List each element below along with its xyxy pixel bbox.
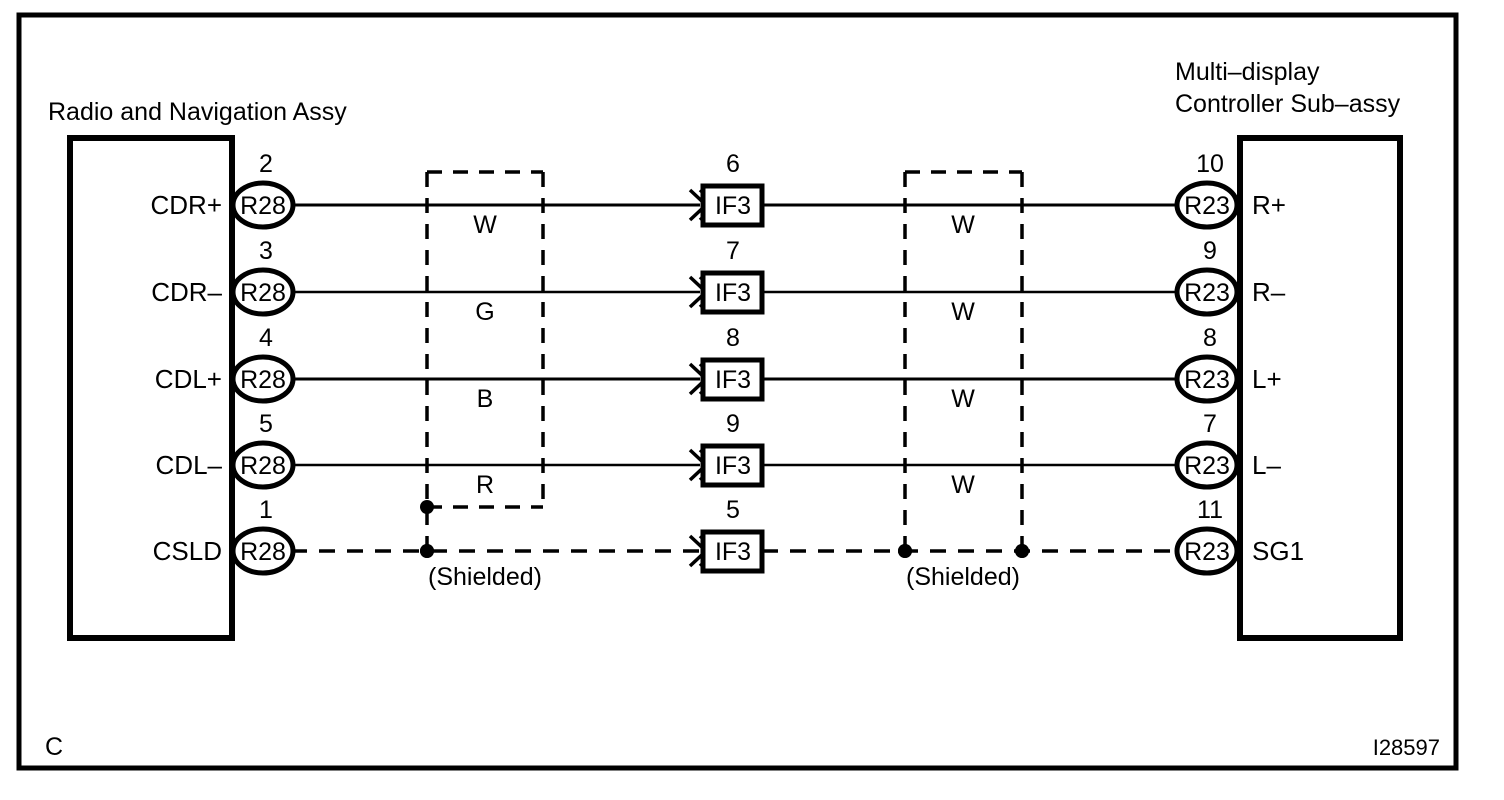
junction-pin-number: 9 (726, 410, 740, 438)
left-terminal-code: R28 (240, 452, 286, 480)
circuit-row: R28 4 CDL+ IF3 8 B W R23 8 L+ (155, 324, 1282, 413)
right-terminal-code: R23 (1184, 538, 1230, 566)
circuit-row: R28 3 CDR– IF3 7 G W R23 9 R– (151, 237, 1286, 326)
junction-pin-number: 5 (726, 496, 740, 524)
left-signal-label: CDR– (151, 277, 222, 307)
circuit-row: R28 5 CDL– IF3 9 R W R23 7 L– (156, 410, 1282, 499)
right-signal-label: L– (1252, 450, 1281, 480)
right-signal-label: SG1 (1252, 536, 1304, 566)
shield-left-dot-lower-overlay (420, 544, 434, 558)
right-block-title-line2: Controller Sub–assy (1175, 90, 1401, 118)
junction-pin-number: 7 (726, 237, 740, 265)
shield-box-left: (Shielded) (420, 170, 545, 591)
wire-color-left: W (473, 211, 497, 239)
circuit-row: R28 1 CSLD IF3 5 R23 11 SG1 (153, 496, 1304, 576)
right-signal-label: R– (1252, 277, 1286, 307)
shield-right-label: (Shielded) (906, 563, 1020, 591)
wire-color-right: W (951, 471, 975, 499)
left-signal-label: CSLD (153, 536, 222, 566)
left-pin-number: 1 (259, 496, 273, 524)
junction-box (700, 357, 765, 402)
left-signal-label: CDR+ (150, 190, 222, 220)
right-terminal-oval (1174, 354, 1240, 404)
junction-box (700, 270, 765, 315)
right-pin-number: 10 (1196, 150, 1224, 178)
shield-left-dot-upper (420, 500, 434, 514)
wire-color-right: W (951, 211, 975, 239)
shield-right-dot-right-overlay (1015, 544, 1029, 558)
junction-code: IF3 (715, 192, 751, 220)
wire-color-left: R (476, 471, 494, 499)
circuit-row: R28 2 CDR+ IF3 6 W W R23 10 R+ (150, 150, 1285, 239)
junction-box (700, 183, 765, 228)
wire-color-right: W (951, 298, 975, 326)
left-block-title: Radio and Navigation Assy (48, 98, 347, 126)
wire-color-right: W (951, 385, 975, 413)
left-terminal-code: R28 (240, 538, 286, 566)
junction-code: IF3 (715, 279, 751, 307)
junction-pin-number: 8 (726, 324, 740, 352)
right-terminal-oval (1174, 180, 1240, 230)
left-signal-label: CDL+ (155, 364, 222, 394)
left-pin-number: 3 (259, 237, 273, 265)
right-terminal-code: R23 (1184, 192, 1230, 220)
right-pin-number: 7 (1203, 410, 1217, 438)
right-terminal-code: R23 (1184, 279, 1230, 307)
diagram-id-code: I28597 (1373, 735, 1440, 760)
right-terminal-code: R23 (1184, 366, 1230, 394)
junction-code: IF3 (715, 538, 751, 566)
left-terminal-code: R28 (240, 192, 286, 220)
corner-label: C (45, 733, 63, 761)
left-pin-number: 2 (259, 150, 273, 178)
junction-box (700, 443, 765, 488)
outer-frame (16, 12, 1459, 771)
left-connector-block (67, 135, 235, 641)
right-connector-block (1237, 135, 1403, 641)
right-terminal-code: R23 (1184, 452, 1230, 480)
right-terminal-oval (1174, 526, 1240, 576)
junction-code: IF3 (715, 366, 751, 394)
left-pin-number: 5 (259, 410, 273, 438)
right-terminal-oval (1174, 440, 1240, 490)
left-terminal-code: R28 (240, 279, 286, 307)
left-terminal-oval (230, 180, 296, 230)
left-terminal-oval (230, 440, 296, 490)
right-pin-number: 9 (1203, 237, 1217, 265)
left-terminal-oval (230, 267, 296, 317)
left-terminal-oval (230, 354, 296, 404)
junction-box (700, 529, 765, 574)
right-signal-label: R+ (1252, 190, 1286, 220)
shield-right-dot-left-overlay (898, 544, 912, 558)
wire-color-left: B (477, 385, 494, 413)
right-pin-number: 11 (1197, 496, 1223, 524)
left-signal-label: CDL– (156, 450, 223, 480)
shield-left-label: (Shielded) (428, 563, 542, 591)
left-terminal-oval (230, 526, 296, 576)
junction-code: IF3 (715, 452, 751, 480)
right-signal-label: L+ (1252, 364, 1282, 394)
wire-color-left: G (475, 298, 494, 326)
junction-pin-number: 6 (726, 150, 740, 178)
right-pin-number: 8 (1203, 324, 1217, 352)
left-pin-number: 4 (259, 324, 273, 352)
right-terminal-oval (1174, 267, 1240, 317)
right-block-title-line1: Multi–display (1175, 58, 1320, 86)
left-terminal-code: R28 (240, 366, 286, 394)
